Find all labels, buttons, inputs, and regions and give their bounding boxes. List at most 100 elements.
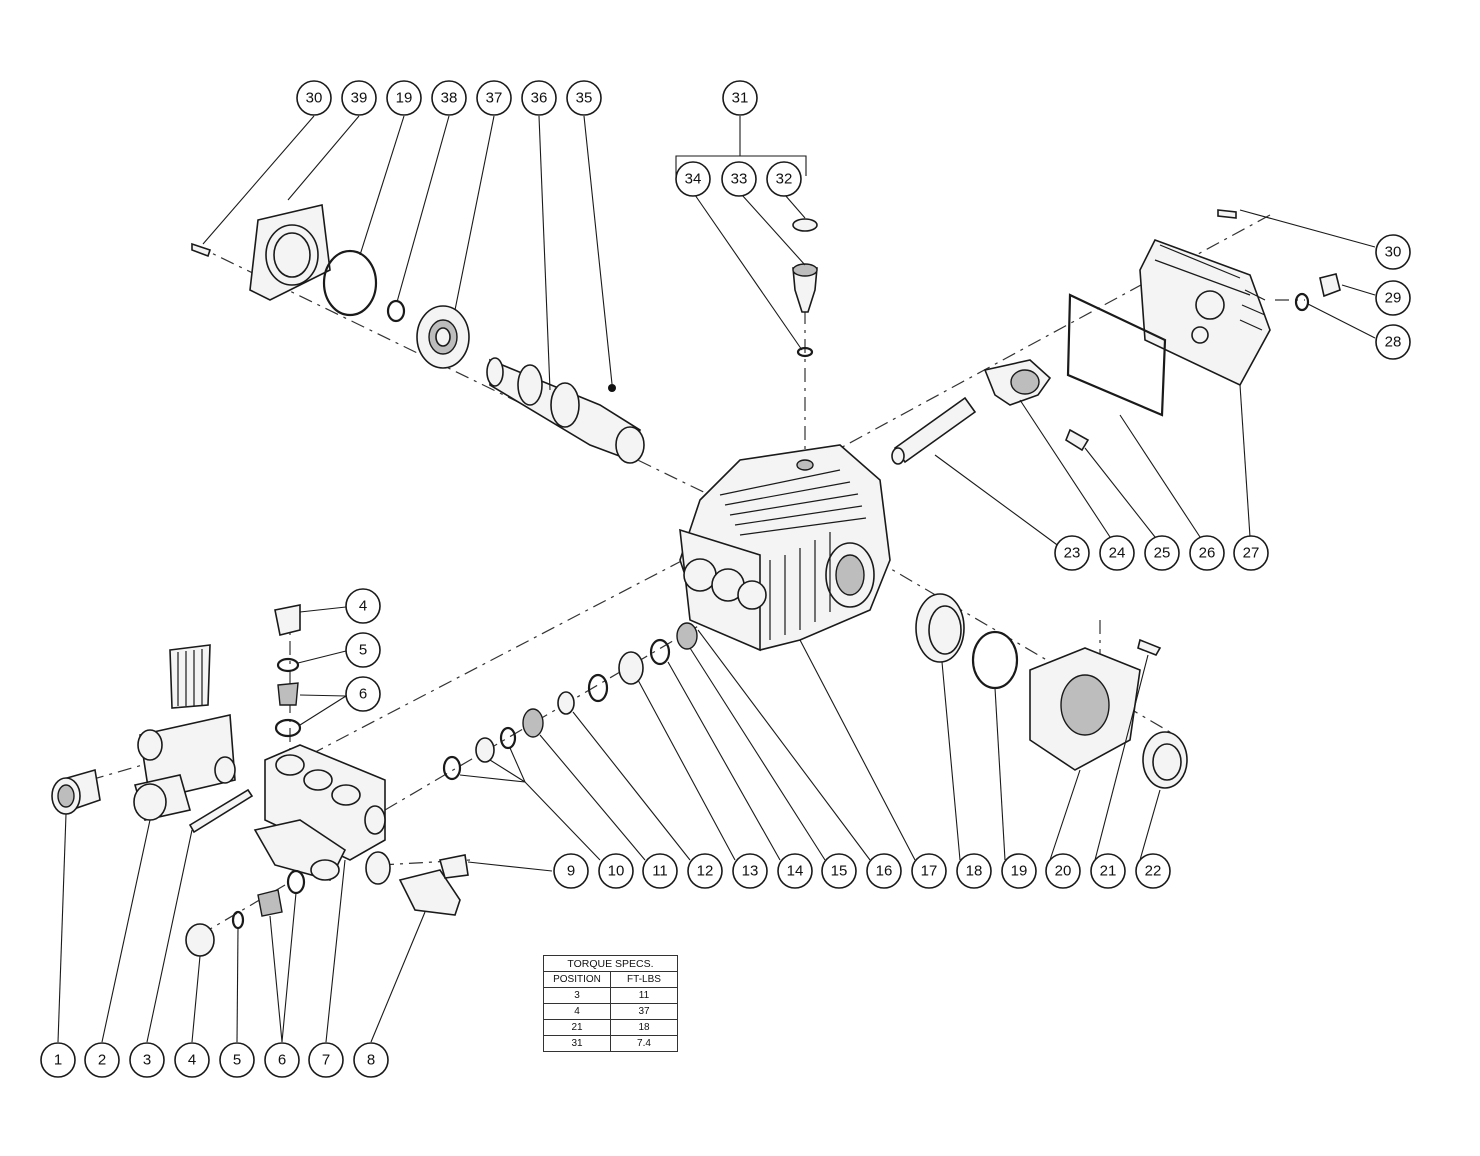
cell-ft-lbs: 18 <box>610 1019 678 1036</box>
svg-text:22: 22 <box>1145 863 1162 880</box>
svg-text:14: 14 <box>787 863 804 880</box>
callout-5-top: 5 <box>345 632 381 668</box>
callout-16: 16 <box>866 853 902 889</box>
callout-8: 8 <box>353 1042 389 1078</box>
callout-20: 20 <box>1045 853 1081 889</box>
callout-19-top: 19 <box>386 80 422 116</box>
callout-17: 17 <box>911 853 947 889</box>
callout-30-right: 30 <box>1375 234 1411 270</box>
cell-ft-lbs: 7.4 <box>610 1035 678 1052</box>
side-cover-part <box>1066 209 1341 417</box>
table-row: 21 18 <box>543 1019 678 1036</box>
svg-text:13: 13 <box>742 863 759 880</box>
svg-text:4: 4 <box>359 598 367 615</box>
callout-29: 29 <box>1375 280 1411 316</box>
crankshaft-part <box>486 357 645 464</box>
callout-31: 31 <box>722 80 758 116</box>
callout-36: 36 <box>521 80 557 116</box>
callout-35: 35 <box>566 80 602 116</box>
callout-23: 23 <box>1054 535 1090 571</box>
callout-19-bottom: 19 <box>1001 853 1037 889</box>
rear-flange-part <box>191 204 331 301</box>
column-header-ft-lbs: FT-LBS <box>610 971 678 988</box>
leader-lines <box>57 115 1376 1043</box>
callout-11: 11 <box>642 853 678 889</box>
callout-33: 33 <box>721 161 757 197</box>
svg-text:38: 38 <box>441 90 458 107</box>
svg-text:17: 17 <box>921 863 938 880</box>
svg-text:16: 16 <box>876 863 893 880</box>
svg-text:7: 7 <box>322 1052 330 1069</box>
svg-text:24: 24 <box>1109 545 1126 562</box>
cell-ft-lbs: 37 <box>610 1003 678 1020</box>
svg-text:20: 20 <box>1055 863 1072 880</box>
callout-18: 18 <box>956 853 992 889</box>
table-row: 3 11 <box>543 987 678 1004</box>
callout-6-bottom: 6 <box>264 1042 300 1078</box>
callout-39: 39 <box>341 80 377 116</box>
cell-position: 31 <box>543 1035 611 1052</box>
callout-1: 1 <box>40 1042 76 1078</box>
callout-4-bottom: 4 <box>174 1042 210 1078</box>
svg-text:29: 29 <box>1385 290 1402 307</box>
connecting-rod-part <box>891 359 1090 465</box>
svg-text:30: 30 <box>1385 244 1402 261</box>
svg-text:35: 35 <box>576 90 593 107</box>
oil-fill-part <box>792 218 818 358</box>
manifold-part <box>253 744 391 885</box>
callout-21: 21 <box>1090 853 1126 889</box>
callout-26: 26 <box>1189 535 1225 571</box>
callout-4-top: 4 <box>345 588 381 624</box>
callout-37: 37 <box>476 80 512 116</box>
callout-12: 12 <box>687 853 723 889</box>
svg-text:36: 36 <box>531 90 548 107</box>
table-title: TORQUE SPECS. <box>543 955 678 972</box>
svg-text:25: 25 <box>1154 545 1171 562</box>
callout-13: 13 <box>732 853 768 889</box>
callout-14: 14 <box>777 853 813 889</box>
table-row: 31 7.4 <box>543 1035 678 1052</box>
torque-specs-table: TORQUE SPECS. POSITION FT-LBS 3 11 4 37 … <box>543 955 678 1052</box>
cell-position: 21 <box>543 1019 611 1036</box>
callout-32: 32 <box>766 161 802 197</box>
svg-text:21: 21 <box>1100 863 1117 880</box>
svg-text:6: 6 <box>278 1052 286 1069</box>
cell-position: 4 <box>543 1003 611 1020</box>
callout-34: 34 <box>675 161 711 197</box>
svg-text:15: 15 <box>831 863 848 880</box>
callout-10: 10 <box>598 853 634 889</box>
svg-text:23: 23 <box>1064 545 1081 562</box>
svg-text:34: 34 <box>685 171 702 188</box>
callout-7: 7 <box>308 1042 344 1078</box>
unloader-part <box>133 644 236 821</box>
svg-text:12: 12 <box>697 863 714 880</box>
svg-text:5: 5 <box>233 1052 241 1069</box>
svg-text:5: 5 <box>359 642 367 659</box>
callout-22: 22 <box>1135 853 1171 889</box>
callout-27: 27 <box>1233 535 1269 571</box>
table-row: 4 37 <box>543 1003 678 1020</box>
svg-text:28: 28 <box>1385 334 1402 351</box>
svg-text:3: 3 <box>143 1052 151 1069</box>
oring-top-part <box>322 249 470 369</box>
callout-28: 28 <box>1375 324 1411 360</box>
svg-text:2: 2 <box>98 1052 106 1069</box>
column-header-position: POSITION <box>543 971 611 988</box>
svg-text:39: 39 <box>351 90 368 107</box>
svg-text:11: 11 <box>652 863 668 880</box>
callout-15: 15 <box>821 853 857 889</box>
cell-ft-lbs: 11 <box>610 987 678 1004</box>
svg-text:31: 31 <box>732 90 749 107</box>
callout-38: 38 <box>431 80 467 116</box>
svg-text:6: 6 <box>359 686 367 703</box>
table-header-row: POSITION FT-LBS <box>543 971 678 988</box>
svg-text:26: 26 <box>1199 545 1216 562</box>
callout-5-bottom: 5 <box>219 1042 255 1078</box>
svg-text:33: 33 <box>731 171 748 188</box>
svg-text:9: 9 <box>567 863 575 880</box>
svg-text:18: 18 <box>966 863 983 880</box>
front-flange-part <box>915 593 1188 789</box>
svg-text:4: 4 <box>188 1052 196 1069</box>
callout-25: 25 <box>1144 535 1180 571</box>
